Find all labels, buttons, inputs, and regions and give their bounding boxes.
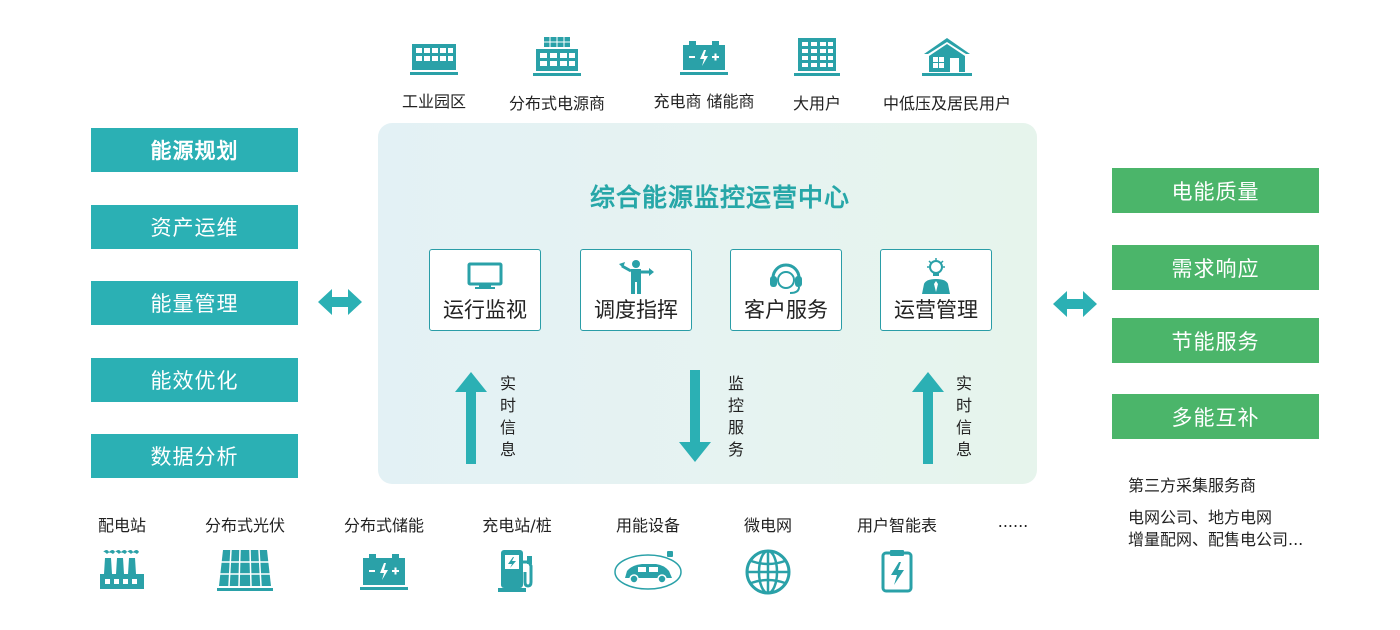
service-energy-saving: 节能服务	[1112, 318, 1319, 363]
device-label: ......	[997, 512, 1029, 531]
globe-grid-icon	[745, 549, 791, 595]
consumer-label: 分布式电源商	[508, 94, 605, 113]
manager-lightbulb-icon	[922, 258, 950, 294]
arrow-up-icon	[455, 372, 487, 464]
third-party-line: 增量配网、配售电公司...	[1128, 530, 1304, 549]
service-energy-planning: 能源规划	[91, 128, 298, 172]
device-label: 分布式光伏	[204, 516, 285, 535]
arrow-up-icon	[912, 372, 944, 464]
consumer-label: 充电商 储能商	[653, 92, 755, 111]
flow-label: 实时信息	[498, 373, 518, 461]
smart-meter-icon	[881, 550, 913, 593]
office-building-icon	[794, 38, 840, 76]
device-label: 微电网	[743, 516, 792, 535]
device-microgrid: 微电网	[698, 512, 838, 596]
function-operation-monitoring: 运行监视	[429, 249, 541, 331]
third-party-line: 电网公司、地方电网	[1128, 508, 1273, 527]
service-asset-maintenance: 资产运维	[91, 205, 298, 249]
device-label: 分布式储能	[343, 516, 424, 535]
consumer-label: 中低压及居民用户	[882, 94, 1011, 113]
flow-label: 监控服务	[726, 373, 746, 461]
arrow-down-icon	[679, 370, 711, 462]
consumer-label: 工业园区	[401, 92, 466, 111]
battery-icon	[680, 41, 728, 75]
device-distributed-storage: 分布式储能	[314, 512, 454, 592]
device-label: 用能设备	[615, 516, 680, 535]
device-more: ......	[943, 512, 1083, 534]
consumer-label: 大用户	[792, 94, 841, 113]
device-smart-meter: 用户智能表	[827, 512, 967, 594]
flow-label-text: 实时信息	[955, 374, 972, 459]
function-dispatch-command: 调度指挥	[580, 249, 692, 331]
panel-title: 综合能源监控运营中心	[0, 178, 1400, 214]
service-efficiency-optimization: 能效优化	[91, 358, 298, 402]
dispatcher-icon	[619, 260, 654, 294]
service-data-analysis: 数据分析	[91, 434, 298, 478]
consumer-industrial-park: 工业园区	[364, 36, 504, 112]
device-distributed-pv: 分布式光伏	[175, 512, 315, 592]
device-charging-pile: 充电站/桩	[447, 512, 587, 594]
service-energy-management: 能量管理	[91, 281, 298, 325]
solar-panel-building-icon	[533, 37, 581, 76]
function-label: 调度指挥	[594, 298, 678, 322]
flow-label-text: 实时信息	[499, 374, 516, 459]
power-station-icon	[100, 550, 144, 589]
house-icon	[922, 38, 972, 76]
device-label: 用户智能表	[856, 516, 937, 535]
charging-pile-icon	[498, 550, 533, 592]
double-arrow-icon	[1053, 291, 1097, 317]
service-multi-energy: 多能互补	[1112, 394, 1319, 439]
double-arrow-icon	[318, 289, 362, 315]
function-operations-management: 运营管理	[880, 249, 992, 331]
panel-title-text: 综合能源监控运营中心	[589, 183, 850, 212]
flow-label-text: 监控服务	[727, 374, 744, 459]
consumer-distributed-power: 分布式电源商	[487, 36, 627, 114]
flow-label: 实时信息	[954, 373, 974, 461]
monitor-icon	[467, 262, 503, 289]
function-label: 客户服务	[744, 298, 828, 322]
function-label: 运营管理	[894, 298, 978, 322]
headset-icon	[770, 263, 802, 294]
device-power-station: 配电站	[52, 512, 192, 592]
function-label: 运行监视	[443, 298, 527, 322]
solar-panel-icon	[217, 549, 273, 591]
device-label: 配电站	[97, 516, 146, 535]
service-power-quality: 电能质量	[1112, 168, 1319, 213]
factory-building-icon	[410, 44, 458, 75]
electric-car-icon	[614, 551, 682, 590]
battery-storage-icon	[360, 554, 408, 590]
service-demand-response: 需求响应	[1112, 245, 1319, 290]
consumer-charging-storage: 充电商 储能商	[634, 36, 774, 112]
device-label: 充电站/桩	[482, 516, 552, 535]
consumer-large-user: 大用户	[747, 36, 887, 114]
consumer-residential: 中低压及居民用户	[877, 36, 1017, 114]
device-energy-equipment: 用能设备	[578, 512, 718, 594]
function-customer-service: 客户服务	[730, 249, 842, 331]
third-party-title: 第三方采集服务商	[1128, 476, 1257, 495]
